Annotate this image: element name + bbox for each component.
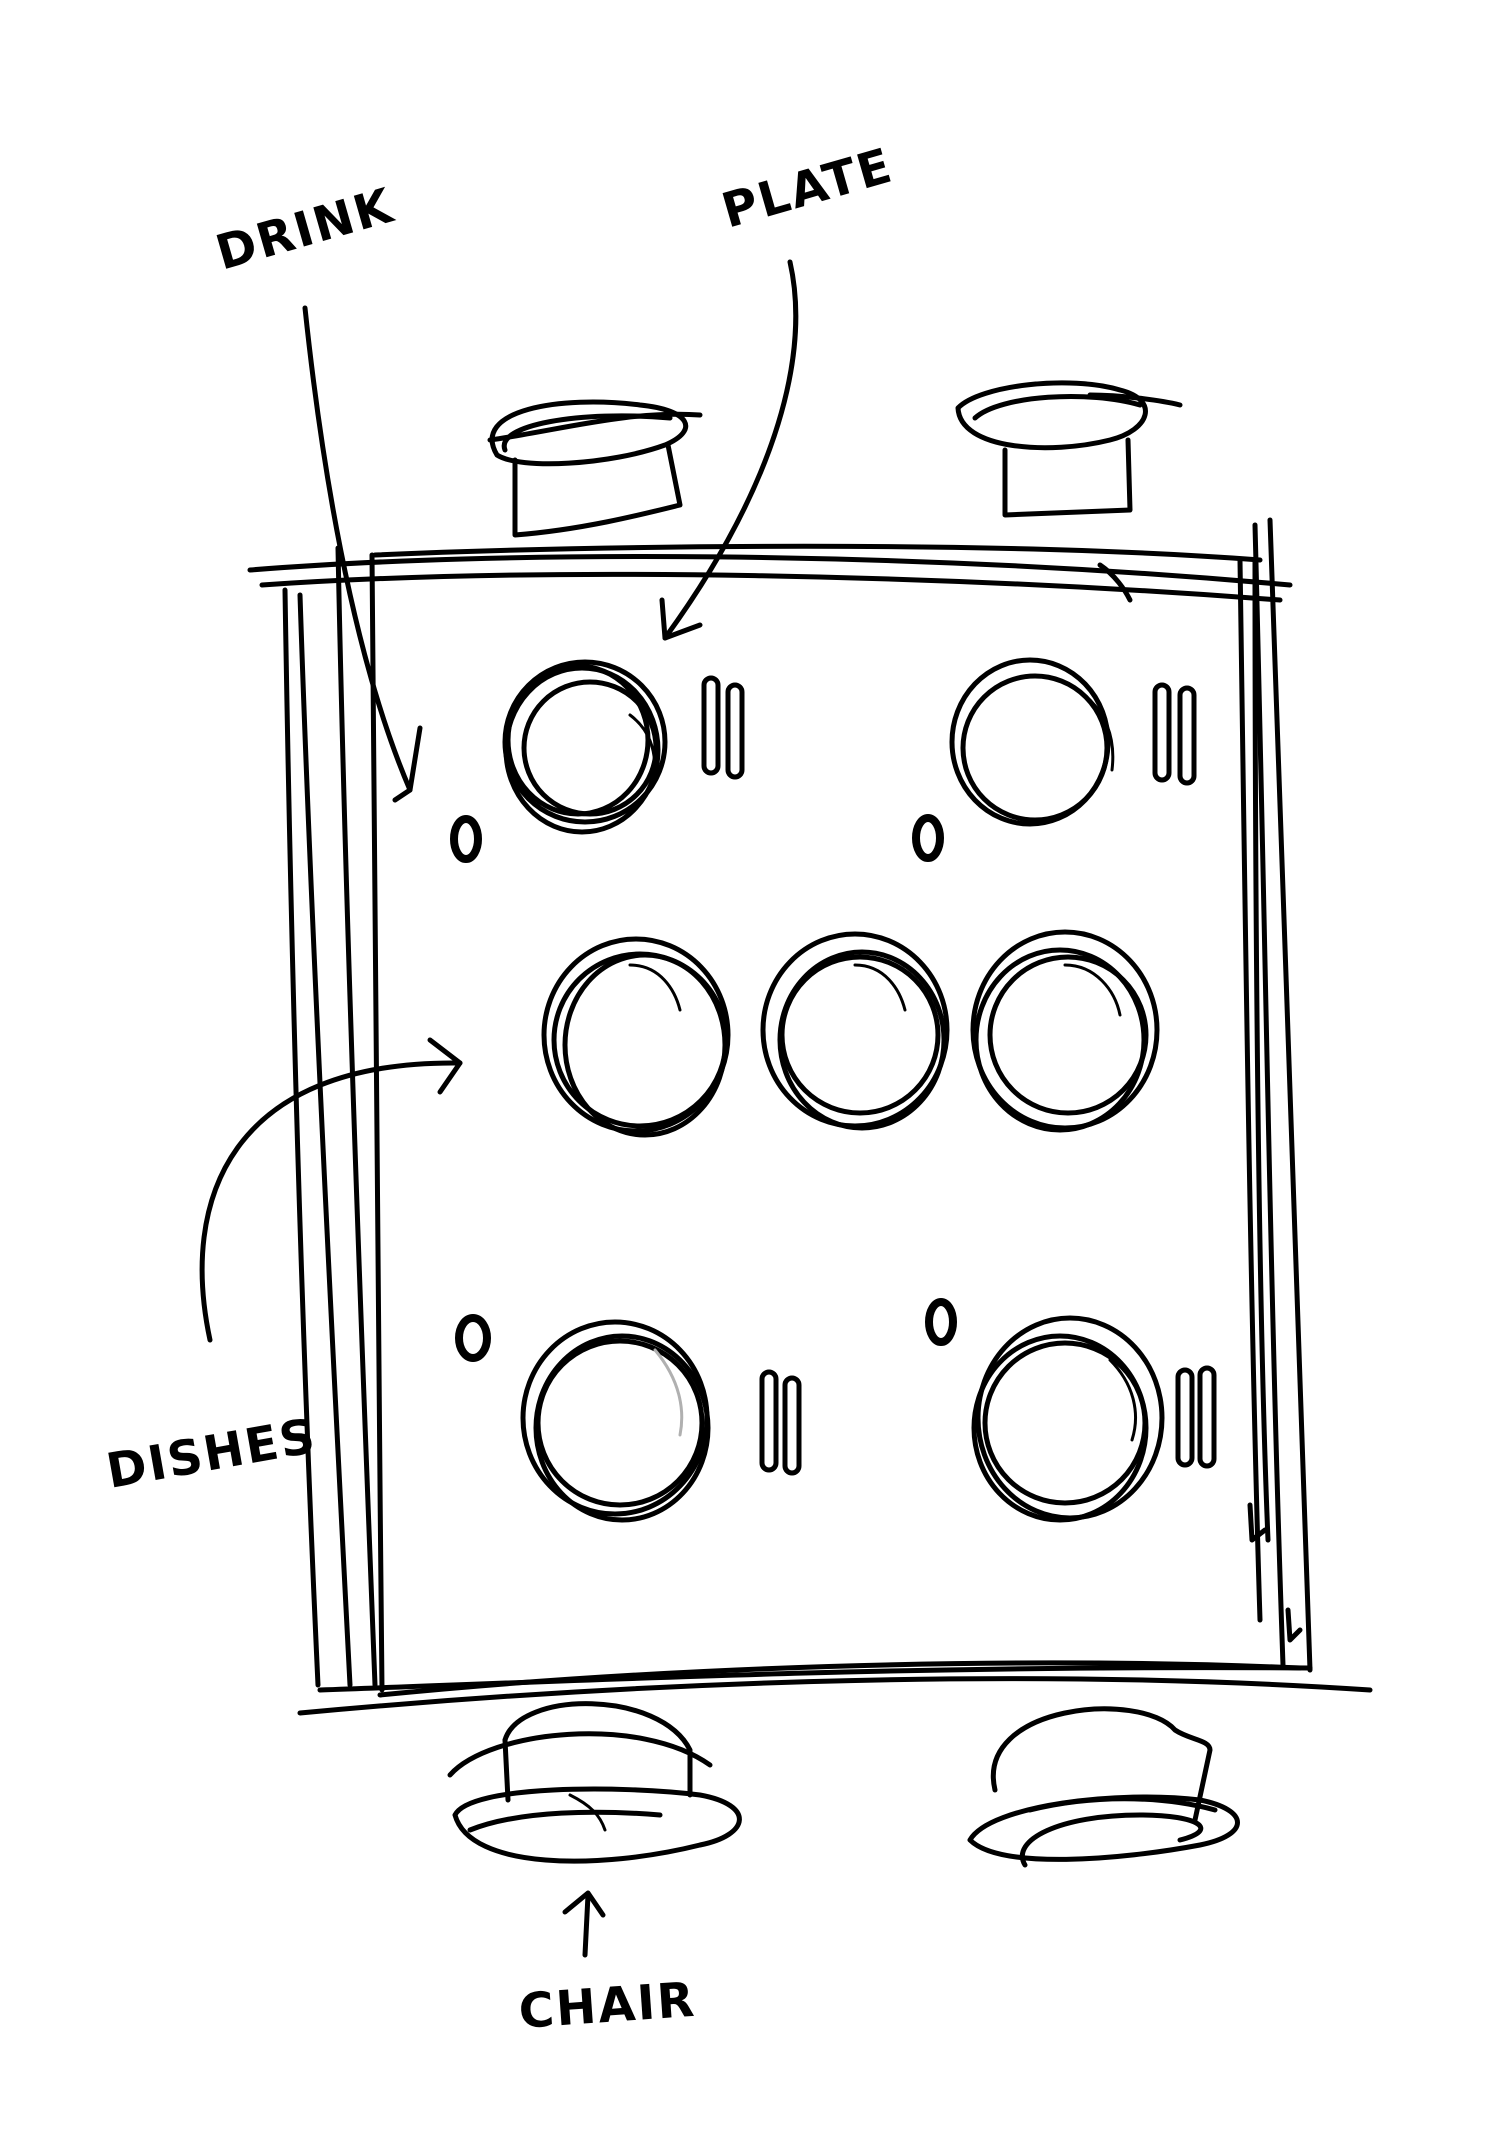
cutlery-icon	[704, 678, 718, 773]
serving-dish-right	[973, 932, 1157, 1130]
label-drink: DRINK	[210, 178, 400, 282]
chair-arrow	[565, 1893, 603, 1955]
place-setting-top-right	[916, 660, 1194, 858]
plate-icon	[538, 1341, 702, 1505]
chair-bottom-left	[450, 1704, 739, 1861]
label-chair: CHAIR	[517, 1972, 698, 2040]
drink-glass-icon	[916, 818, 940, 858]
plate-icon	[985, 1343, 1145, 1503]
place-setting-top-left	[454, 662, 742, 859]
label-plate: PLATE	[716, 138, 899, 240]
cutlery-icon	[1155, 685, 1169, 780]
serving-dishes	[544, 932, 1157, 1135]
plate-arrow	[662, 262, 796, 638]
drink-glass-icon	[454, 819, 478, 859]
chair-top-right	[958, 383, 1180, 515]
serving-dish-center	[763, 934, 947, 1128]
place-setting-bottom-right	[929, 1302, 1214, 1520]
chair-top-left	[490, 402, 700, 535]
drink-glass-icon	[459, 1318, 487, 1358]
chair-bottom-right	[970, 1709, 1238, 1865]
serving-dish-left	[544, 939, 728, 1135]
cutlery-icon	[762, 1372, 776, 1470]
label-dishes: DISHES	[102, 1408, 320, 1500]
place-setting-bottom-left	[459, 1318, 799, 1520]
drink-glass-icon	[929, 1302, 953, 1342]
cutlery-icon	[1178, 1370, 1192, 1465]
